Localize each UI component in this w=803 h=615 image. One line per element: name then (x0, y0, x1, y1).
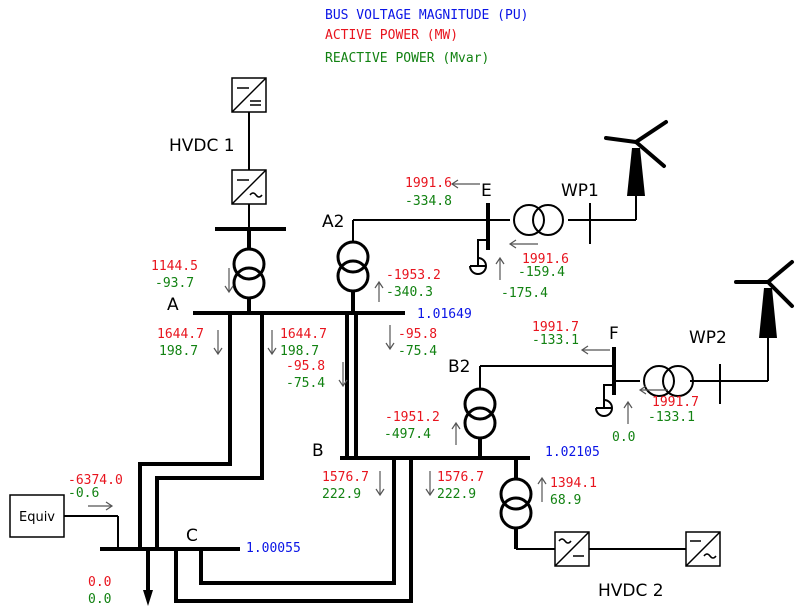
transformer-hvdc1-icon (232, 247, 266, 300)
transformer-b2-icon (463, 387, 497, 440)
flow-e-reactive: -334.8 (405, 194, 452, 209)
flow-ab2-active: 1644.7 (280, 327, 327, 342)
flow-bc2-reactive: 222.9 (437, 487, 476, 502)
arrow-f-left (580, 345, 610, 355)
converter-hvdc1-bottom-icon (231, 169, 267, 205)
flow-f-shunt-reactive: 0.0 (612, 430, 635, 445)
legend-reactive-power: REACTIVE POWER (Mvar) (325, 51, 489, 66)
label-bus-a: A (167, 295, 179, 315)
arrow-bc1-down (375, 471, 385, 497)
arrow-ab3-down (338, 362, 348, 388)
flow-hvdc1-active: 1144.5 (151, 259, 198, 274)
flow-ab2-reactive: 198.7 (280, 344, 319, 359)
arrow-bc2-down (425, 471, 435, 497)
arrow-a2-up (374, 280, 384, 302)
line-b-c-2 (174, 458, 413, 603)
arrow-equiv-right (88, 501, 114, 511)
legend-active-power: ACTIVE POWER (MW) (325, 28, 458, 43)
arrow-hvdc1-down (224, 268, 234, 294)
arrow-ab2-down (267, 330, 277, 356)
flow-ab3-active: -95.8 (286, 359, 325, 374)
equiv-box (9, 494, 65, 538)
label-bus-c: C (186, 526, 198, 546)
flow-load-reactive: 0.0 (88, 592, 111, 607)
flow-ab1-reactive: 198.7 (159, 344, 198, 359)
label-wp1: WP1 (561, 181, 599, 201)
flow-wp2-active: 1991.7 (652, 395, 699, 410)
flow-wp1-reactive: -159.4 (518, 265, 565, 280)
shunt-f-icon (595, 384, 614, 417)
label-wp2: WP2 (689, 328, 727, 348)
flow-bc2-active: 1576.7 (437, 470, 484, 485)
load-arrow-icon (143, 590, 153, 606)
line-a-c-1 (138, 313, 232, 549)
wind-turbine-wp1-icon (604, 120, 668, 196)
flow-ab4-active: -95.8 (398, 327, 437, 342)
arrow-ab1-down (213, 330, 223, 356)
converter-hvdc1-top-icon (231, 77, 267, 113)
flow-e-shunt-reactive: -175.4 (501, 286, 548, 301)
converter-hvdc2-left-icon (554, 531, 590, 567)
flow-bc1-active: 1576.7 (322, 470, 369, 485)
flow-a2-reactive: -340.3 (386, 285, 433, 300)
flow-f-active: 1991.7 (532, 320, 579, 335)
flow-ab3-reactive: -75.4 (286, 376, 325, 391)
label-hvdc1: HVDC 1 (169, 136, 235, 156)
arrow-f-shunt-up (623, 400, 633, 424)
legend-voltage: BUS VOLTAGE MAGNITUDE (PU) (325, 8, 529, 23)
flow-hvdc2-active: 1394.1 (550, 476, 597, 491)
flow-b2-reactive: -497.4 (384, 427, 431, 442)
shunt-e-icon (469, 239, 488, 275)
equiv-label: Equiv (19, 510, 55, 525)
flow-ab4-reactive: -75.4 (398, 344, 437, 359)
flow-hvdc2-reactive: 68.9 (550, 493, 581, 508)
flow-a2-active: -1953.2 (386, 268, 441, 283)
label-bus-e: E (481, 181, 492, 201)
flow-wp2-reactive: -133.1 (648, 410, 695, 425)
line-b-c-1 (199, 458, 396, 585)
arrow-wp1-left (508, 239, 538, 249)
flow-load-active: 0.0 (88, 575, 111, 590)
arrow-b2-up (451, 421, 461, 445)
flow-wp1-active: 1991.6 (522, 252, 569, 267)
line-a-c-2 (155, 313, 264, 549)
arrow-e-shunt-up (495, 256, 505, 280)
voltage-bus-a: 1.01649 (417, 307, 472, 322)
arrow-e-left (450, 179, 480, 189)
flow-equiv-reactive: -0.6 (68, 486, 99, 501)
flow-f-reactive: -133.1 (532, 333, 579, 348)
transformer-wp2-icon (643, 365, 694, 397)
arrow-hvdc2-up (537, 476, 547, 502)
flow-ab1-active: 1644.7 (157, 327, 204, 342)
label-bus-a2: A2 (322, 212, 344, 232)
transformer-hvdc2-icon (499, 477, 533, 530)
converter-hvdc2-right-icon (685, 531, 721, 567)
transformer-wp1-icon (513, 204, 564, 236)
flow-e-active: 1991.6 (405, 176, 452, 191)
arrow-wp2-left (638, 385, 668, 395)
label-bus-f: F (609, 324, 619, 344)
transformer-a2-icon (336, 240, 370, 293)
flow-bc1-reactive: 222.9 (322, 487, 361, 502)
label-bus-b2: B2 (448, 357, 470, 377)
flow-b2-active: -1951.2 (385, 410, 440, 425)
flow-hvdc1-reactive: -93.7 (155, 276, 194, 291)
voltage-bus-c: 1.00055 (246, 541, 301, 556)
voltage-bus-b: 1.02105 (545, 445, 600, 460)
arrow-ab4-down (385, 325, 395, 351)
label-hvdc2: HVDC 2 (598, 581, 664, 601)
wind-turbine-wp2-icon (734, 260, 794, 338)
flow-equiv-active: -6374.0 (68, 473, 123, 488)
label-bus-b: B (312, 441, 324, 461)
